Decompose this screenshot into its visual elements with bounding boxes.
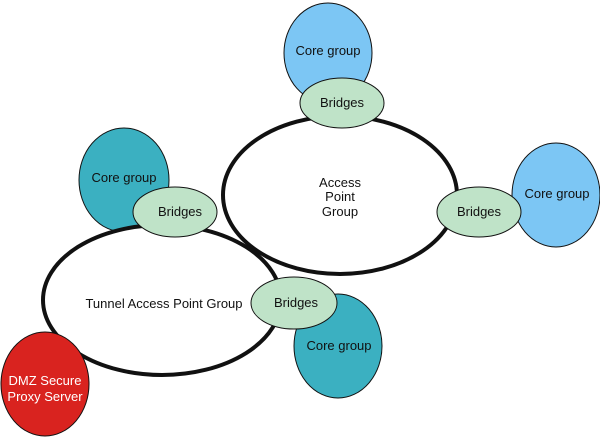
bridges-top-label: Bridges [320, 95, 365, 110]
dmz-secure-proxy-server-label-line2: Proxy Server [7, 389, 83, 404]
bridges-right-shape [436, 186, 522, 238]
access-point-group: Access Point Group [221, 114, 459, 276]
bridges-bottom: Bridges [250, 276, 338, 330]
core-group-right-label: Core group [524, 186, 589, 201]
bridges-top: Bridges [299, 77, 385, 129]
dmz-secure-proxy-server-shape [0, 331, 90, 437]
access-point-group-label-line3: Group [322, 204, 358, 219]
core-group-bottom-label: Core group [306, 338, 371, 353]
bridges-left-shape [132, 186, 218, 238]
bridges-right: Bridges [436, 186, 522, 238]
access-point-group-label-line1: Access [319, 175, 361, 190]
bridges-right-label: Bridges [457, 204, 502, 219]
core-group-right-shape [511, 142, 600, 248]
dmz-secure-proxy-server: DMZ Secure Proxy Server [0, 331, 90, 437]
bridges-left: Bridges [132, 186, 218, 238]
bridges-bottom-shape [250, 276, 338, 330]
access-point-group-label-line2: Point [325, 189, 355, 204]
dmz-secure-proxy-server-label-line1: DMZ Secure [9, 373, 82, 388]
bridges-bottom-label: Bridges [274, 295, 319, 310]
bridges-top-shape [299, 77, 385, 129]
bridges-left-label: Bridges [158, 204, 203, 219]
core-group-right: Core group [511, 142, 600, 248]
tunnel-access-point-group-label: Tunnel Access Point Group [85, 296, 242, 311]
core-group-left-label: Core group [91, 170, 156, 185]
core-group-top-label: Core group [295, 43, 360, 58]
